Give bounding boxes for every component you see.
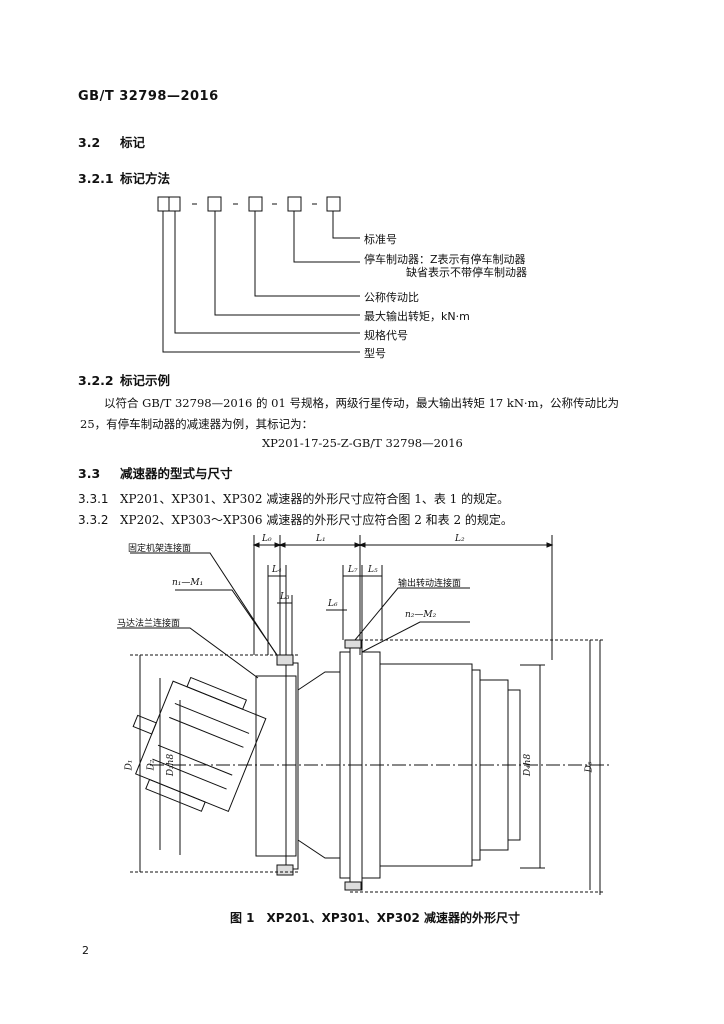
- marking-label-model: 型号: [364, 347, 386, 360]
- callout-fixed-frame: 固定机架连接面: [128, 544, 192, 554]
- dim-D2: D₂: [146, 759, 157, 771]
- clause-3-3-1: 3.3.1 XP201、XP301、XP302 减速器的外形尺寸应符合图 1、表 …: [78, 490, 509, 507]
- page-number: 2: [82, 944, 89, 957]
- marking-label-spec: 规格代号: [364, 329, 408, 342]
- dim-L7: L₇: [348, 565, 358, 575]
- dim-L6: L₆: [328, 599, 338, 609]
- callout-n2m2: n₂—M₂: [405, 610, 437, 620]
- section-3-2-1: 3.2.1 标记方法: [78, 168, 170, 187]
- dim-L0: L₀: [262, 534, 272, 544]
- callout-output: 输出转动连接面: [398, 579, 462, 589]
- section-number: 3.3: [78, 466, 101, 481]
- marking-label-ratio: 公称传动比: [364, 291, 419, 304]
- clause-3-3-2: 3.3.2 XP202、XP303～XP306 减速器的外形尺寸应符合图 2 和表…: [78, 511, 513, 528]
- figure-caption: 图 1 XP201、XP301、XP302 减速器的外形尺寸: [230, 911, 520, 925]
- dim-L1: L₁: [316, 534, 326, 544]
- dim-D3: D₃h8: [166, 753, 177, 777]
- callout-motor-flange: 马达法兰连接面: [117, 619, 181, 629]
- dim-D5: D₅: [584, 761, 595, 773]
- example-marking: XP201-17-25-Z-GB/T 32798—2016: [262, 436, 463, 450]
- clause-number: 3.3.2: [78, 513, 109, 527]
- marking-label-torque: 最大输出转矩，kN·m: [364, 310, 470, 323]
- section-title: 标记示例: [120, 373, 171, 388]
- section-title: 减速器的型式与尺寸: [120, 466, 233, 481]
- clause-text: XP201、XP301、XP302 减速器的外形尺寸应符合图 1、表 1 的规定…: [120, 492, 510, 506]
- marking-label-brake-default: 缺省表示不带停车制动器: [406, 266, 527, 279]
- section-3-3: 3.3 减速器的型式与尺寸: [78, 463, 233, 482]
- marking-label-brake: 停车制动器：Z表示有停车制动器: [364, 253, 526, 266]
- section-number: 3.2: [78, 135, 101, 150]
- section-3-2-2: 3.2.2 标记示例: [78, 370, 170, 389]
- dim-L4: L₄: [272, 565, 282, 575]
- dim-D1: D₁: [124, 759, 135, 771]
- section-title: 标记: [120, 135, 146, 150]
- callout-n1m1: n₁—M₁: [172, 578, 204, 588]
- clause-number: 3.3.1: [78, 492, 109, 506]
- dim-L3: L₃: [280, 592, 290, 602]
- section-3-2: 3.2 标记: [78, 132, 145, 151]
- standard-number: GB/T 32798—2016: [78, 89, 219, 104]
- section-title: 标记方法: [120, 171, 171, 186]
- dim-L2: L₂: [455, 534, 465, 544]
- marking-label-standard: 标准号: [364, 233, 397, 246]
- clause-text: XP202、XP303～XP306 减速器的外形尺寸应符合图 2 和表 2 的规…: [120, 513, 513, 527]
- example-line-1: 以符合 GB/T 32798—2016 的 01 号规格，两级行星传动，最大输出…: [104, 396, 619, 410]
- dim-D4: D₄h8: [523, 753, 534, 777]
- dim-L5: L₅: [368, 565, 378, 575]
- example-line-2: 25，有停车制动器的减速器为例，其标记为：: [80, 417, 314, 431]
- section-number: 3.2.2: [78, 373, 114, 388]
- section-number: 3.2.1: [78, 171, 114, 186]
